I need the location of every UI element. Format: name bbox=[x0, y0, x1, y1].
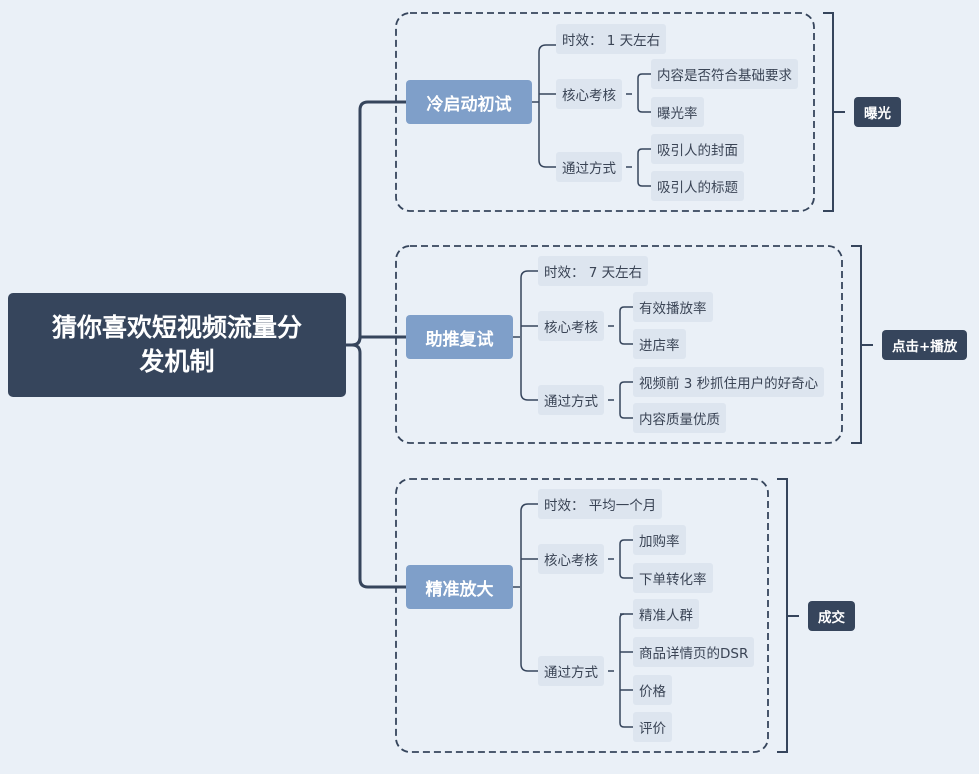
root-topic[interactable]: 猜你喜欢短视频流量分 发机制 bbox=[8, 293, 346, 397]
root-branch-connector bbox=[346, 100, 406, 347]
root-branch-connector bbox=[346, 335, 406, 347]
pass-item[interactable]: 精准人群 bbox=[633, 599, 699, 629]
pass-method-node[interactable]: 通过方式 bbox=[538, 385, 604, 415]
pass-item[interactable]: 吸引人的标题 bbox=[651, 171, 744, 201]
pass-item[interactable]: 价格 bbox=[633, 675, 672, 705]
pass-method-node[interactable]: 通过方式 bbox=[538, 656, 604, 686]
core-item[interactable]: 有效播放率 bbox=[633, 292, 713, 322]
timing-node[interactable]: 时效： 1 天左右 bbox=[556, 24, 667, 54]
summary-click-play[interactable]: 点击+播放 bbox=[882, 330, 968, 360]
group3-boundary bbox=[395, 478, 769, 753]
root-branch-connector bbox=[346, 343, 406, 589]
core-check-node[interactable]: 核心考核 bbox=[538, 311, 604, 341]
timing-node[interactable]: 时效： 7 天左右 bbox=[538, 256, 649, 286]
core-item[interactable]: 内容是否符合基础要求 bbox=[651, 59, 798, 89]
pass-item[interactable]: 评价 bbox=[633, 712, 672, 742]
core-item[interactable]: 下单转化率 bbox=[633, 563, 713, 593]
core-check-node[interactable]: 核心考核 bbox=[538, 544, 604, 574]
core-check-node[interactable]: 核心考核 bbox=[556, 79, 622, 109]
core-item[interactable]: 曝光率 bbox=[651, 97, 704, 127]
core-item[interactable]: 加购率 bbox=[633, 525, 686, 555]
pass-item[interactable]: 吸引人的封面 bbox=[651, 134, 744, 164]
core-item[interactable]: 进店率 bbox=[633, 329, 686, 359]
branch-cold-start[interactable]: 冷启动初试 bbox=[406, 80, 532, 124]
summary-deal[interactable]: 成交 bbox=[808, 601, 855, 631]
pass-item[interactable]: 视频前 3 秒抓住用户的好奇心 bbox=[633, 367, 825, 397]
pass-item[interactable]: 内容质量优质 bbox=[633, 403, 726, 433]
root-title-line1: 猜你喜欢短视频流量分 bbox=[51, 313, 302, 342]
pass-item[interactable]: 商品详情页的DSR bbox=[633, 637, 755, 667]
branch-boost-retest[interactable]: 助推复试 bbox=[406, 315, 513, 359]
root-title-line2: 发机制 bbox=[139, 347, 215, 376]
pass-method-node[interactable]: 通过方式 bbox=[556, 152, 622, 182]
summary-exposure[interactable]: 曝光 bbox=[854, 97, 901, 127]
branch-precise-amplify[interactable]: 精准放大 bbox=[406, 565, 513, 609]
group3-connectors bbox=[513, 503, 633, 728]
timing-node[interactable]: 时效： 平均一个月 bbox=[538, 489, 663, 519]
